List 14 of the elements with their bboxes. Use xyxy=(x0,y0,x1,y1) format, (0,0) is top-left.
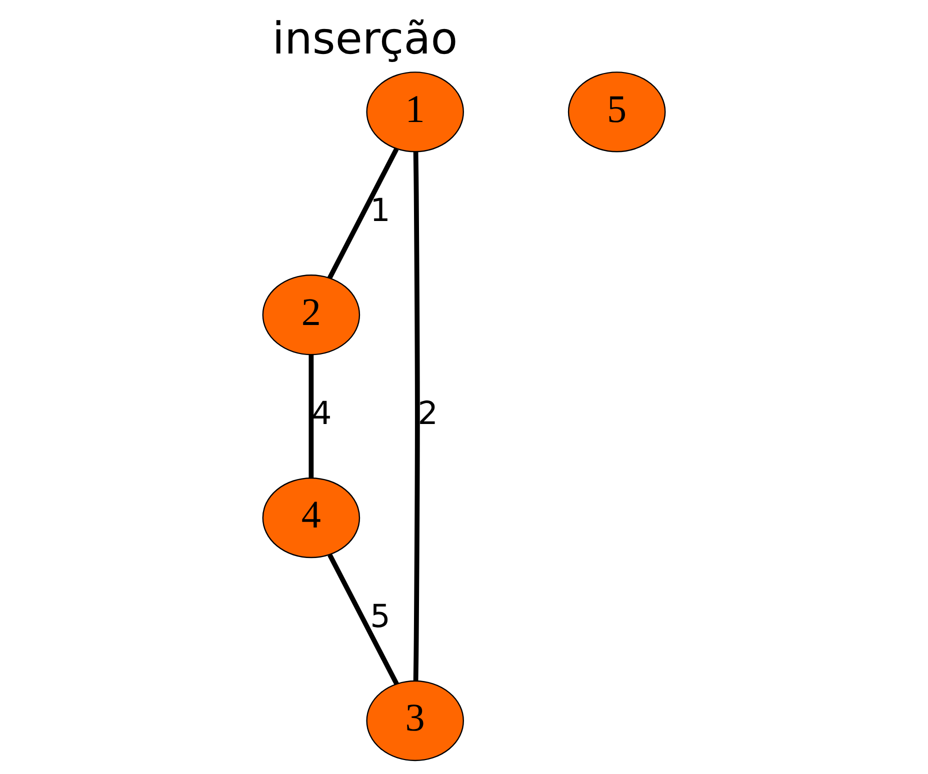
edge-label: 4 xyxy=(311,396,332,432)
connector xyxy=(328,554,399,686)
connector xyxy=(413,152,420,681)
edge-label: 2 xyxy=(418,396,438,432)
edge-label: 1 xyxy=(370,193,390,230)
node-ellipse: 1 xyxy=(366,72,464,152)
node-ellipse: 5 xyxy=(568,72,666,152)
edge-label: 5 xyxy=(370,598,390,635)
connector xyxy=(308,354,314,478)
diagram-title: inserção xyxy=(272,14,458,65)
node-ellipse: 2 xyxy=(262,274,360,356)
connector xyxy=(327,148,399,280)
node-ellipse: 4 xyxy=(262,477,360,558)
node-ellipse: 3 xyxy=(366,680,464,762)
